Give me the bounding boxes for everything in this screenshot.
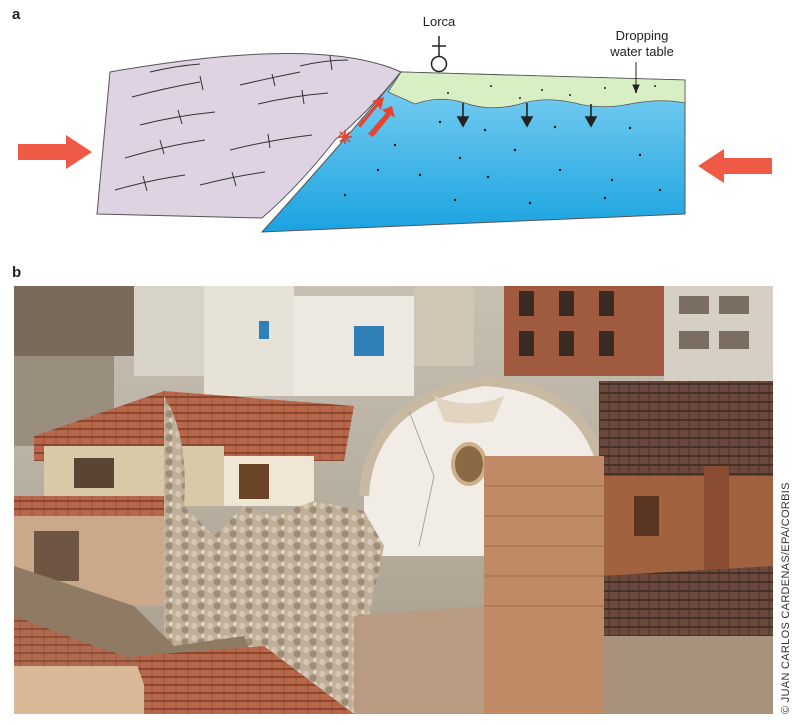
water-table-pointer: [632, 62, 640, 94]
water-table-label-line1: Dropping: [616, 28, 669, 43]
panel-b-label: b: [12, 264, 22, 281]
left-compression-arrow-icon: [18, 135, 92, 169]
photo-credit: © JUAN CARLOS CARDENAS/EPA/CORBIS: [780, 482, 792, 714]
town-label: Lorca: [423, 14, 456, 29]
water-table-label-line2: water table: [609, 44, 674, 59]
sediment-dots-wet: [343, 120, 662, 205]
slip-arrow-icon: [358, 97, 395, 137]
earthquake-damage-photo: [14, 286, 773, 714]
panel-a-label: a: [12, 6, 21, 23]
dry-zone: [387, 71, 686, 109]
groundwater-fault-diagram: Lorca Dropping water table: [18, 14, 772, 233]
earthquake-star-icon: [338, 130, 352, 144]
water-table-drop-arrows: [456, 103, 598, 128]
right-compression-arrow-icon: [698, 149, 772, 183]
crust-fractures: [114, 55, 349, 192]
sediment-dots-dry: [447, 85, 656, 99]
town-symbol-icon: [430, 36, 448, 73]
